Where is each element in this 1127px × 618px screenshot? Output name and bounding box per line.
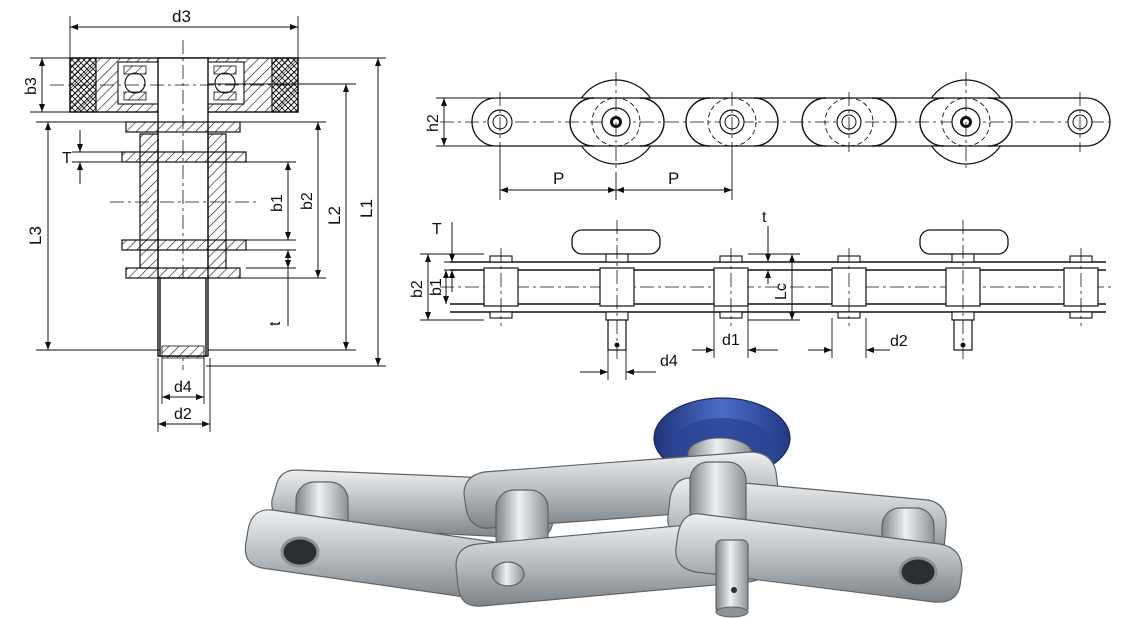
label-t-left: t	[267, 321, 284, 326]
label-d3: d3	[172, 7, 191, 26]
label-b2-left: b2	[299, 192, 316, 210]
label-t-right: t	[762, 209, 767, 226]
label-T-right: T	[432, 221, 442, 238]
chain-product-illustration	[244, 397, 963, 618]
label-L1: L1	[357, 199, 376, 218]
label-P2: P	[668, 169, 679, 188]
label-d2-right: d2	[890, 333, 908, 350]
label-d2-left: d2	[174, 406, 192, 423]
label-L3: L3	[26, 226, 45, 245]
label-Lc: Lc	[773, 283, 790, 300]
label-b1-right: b1	[428, 278, 445, 296]
label-b1-left: b1	[269, 194, 286, 212]
label-L2: L2	[325, 206, 344, 225]
label-P1: P	[553, 169, 564, 188]
sectional-view: d3 b3 L3	[23, 7, 386, 432]
chain-top-view: T b2 b1 t Lc d1 d4 d2	[409, 209, 1112, 380]
chain-side-view: h2 P P	[425, 72, 1111, 200]
label-T-left: T	[62, 150, 72, 167]
label-b3: b3	[23, 77, 40, 95]
label-h2: h2	[425, 114, 442, 132]
label-d4-right: d4	[660, 353, 678, 370]
label-d1: d1	[722, 332, 740, 349]
label-d4-left: d4	[174, 379, 192, 396]
label-b2-right: b2	[409, 280, 426, 298]
